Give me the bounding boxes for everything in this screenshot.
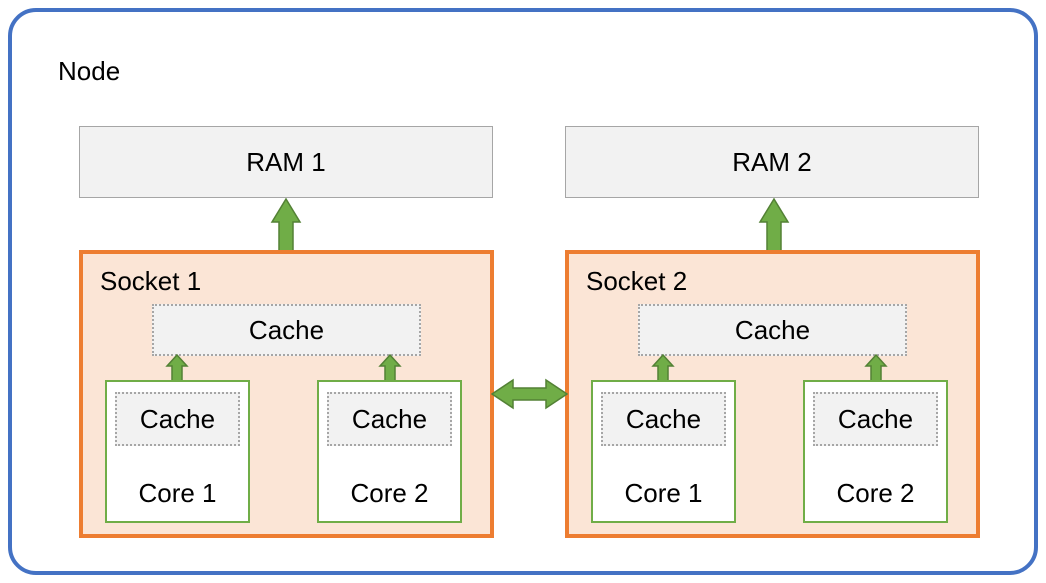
socket-1-core-1-box: Cache Core 1 <box>105 380 250 523</box>
socket-2-box: Socket 2 Cache Cache Core 1 Cache Cor <box>565 250 980 538</box>
socket-2-shared-cache-label: Cache <box>734 314 811 345</box>
socket-1-core-1-label: Core 1 <box>138 478 217 508</box>
node-label: Node <box>58 56 121 86</box>
socket-1-shared-cache-box: Cache <box>152 304 421 356</box>
ram-2-box: RAM 2 <box>565 126 979 198</box>
socket-2-core-1-cache-label: Cache <box>625 403 702 434</box>
socket-2-core-1-box: Cache Core 1 <box>591 380 736 523</box>
ram-1-label: RAM 1 <box>246 146 326 177</box>
node-container: Node RAM 1 RAM 2 Socket 1 Cache <box>8 8 1038 575</box>
socket-2-core-2-cache-label: Cache <box>837 403 914 434</box>
socket-1-box: Socket 1 Cache Cache Core 1 Cache Cor <box>79 250 494 538</box>
socket-2-shared-cache-box: Cache <box>638 304 907 356</box>
socket-1-core-2-label: Core 2 <box>350 478 429 508</box>
socket-1-core-2-box: Cache Core 2 <box>317 380 462 523</box>
ram-1-box: RAM 1 <box>79 126 493 198</box>
socket-1-label: Socket 1 <box>100 266 202 296</box>
socket-1-core-2-cache-box: Cache <box>327 392 452 446</box>
ram-2-label: RAM 2 <box>732 146 812 177</box>
socket-2-core-2-cache-box: Cache <box>813 392 938 446</box>
socket1-socket2-double-arrow-icon <box>491 378 568 410</box>
socket-2-core-2-box: Cache Core 2 <box>803 380 948 523</box>
socket-1-core-1-cache-box: Cache <box>115 392 240 446</box>
socket-2-label: Socket 2 <box>586 266 688 296</box>
socket-1-core-2-cache-label: Cache <box>351 403 428 434</box>
socket-1-shared-cache-label: Cache <box>248 314 325 345</box>
socket-2-core-1-label: Core 1 <box>624 478 703 508</box>
socket-2-core-1-cache-box: Cache <box>601 392 726 446</box>
socket-2-core-2-label: Core 2 <box>836 478 915 508</box>
socket-1-core-1-cache-label: Cache <box>139 403 216 434</box>
